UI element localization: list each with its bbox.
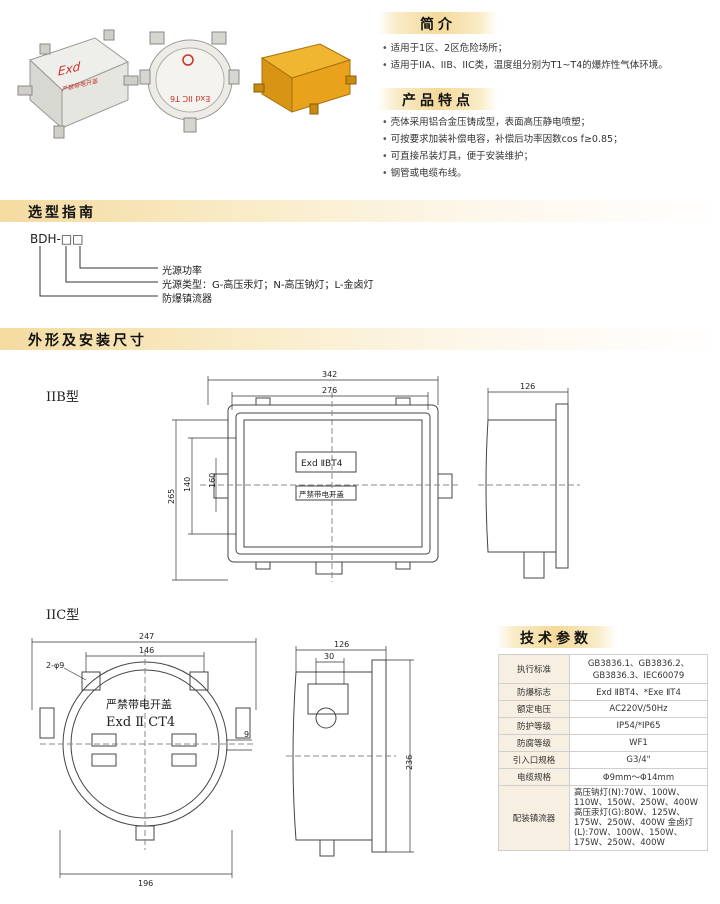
iib-dimension-lines <box>172 376 439 581</box>
feature-item: 钢管或电缆布线。 <box>382 165 712 182</box>
dimensions-title: 外形及安装尺寸 <box>28 333 147 349</box>
selection-banner: 选型指南 <box>0 200 720 222</box>
selection-bracket <box>39 246 158 297</box>
tech-key: 额定电压 <box>498 700 570 718</box>
iib-front-view <box>200 392 460 582</box>
dimensions-banner: 外形及安装尺寸 <box>0 328 720 350</box>
iic-nameplate: Exd Ⅱ CT4 <box>106 715 175 730</box>
photo-box-round <box>139 31 240 133</box>
tech-key: 电缆规格 <box>498 768 570 786</box>
tech-key: 防腐等级 <box>498 734 570 752</box>
iib-height-inner: 140 <box>183 477 192 492</box>
iic-dimension-lines <box>31 638 257 878</box>
iic-side-9: 9 <box>244 730 249 739</box>
feature-item: 壳体采用铝合金压铸成型，表面高压静电喷塑； <box>382 114 712 131</box>
intro-list: 适用于1区、2区危险场所； 适用于IIA、IIB、IIC类，温度组分别为T1~T… <box>382 40 712 74</box>
iic-depth-inner: 30 <box>324 652 334 661</box>
iib-height-outer: 265 <box>167 489 176 504</box>
intro-banner: 简介 <box>378 12 498 34</box>
selection-line-power: 光源功率 <box>162 266 202 277</box>
photo-box-yellow <box>253 43 357 115</box>
tech-key: 执行标准 <box>498 654 570 684</box>
iic-hole: 2-φ9 <box>46 661 64 670</box>
selection-title: 选型指南 <box>28 205 96 221</box>
iic-height: 236 <box>405 755 414 770</box>
iib-type-label: IIB型 <box>46 390 79 405</box>
tech-value: AC220V/50Hz <box>569 700 708 718</box>
iib-depth: 126 <box>520 382 535 391</box>
iic-side-view <box>286 659 396 857</box>
selection-line-ballast: 防爆镇流器 <box>162 294 212 305</box>
tech-value: G3/4" <box>569 751 708 769</box>
iic-front-view <box>39 650 256 850</box>
intro-item: 适用于IIA、IIB、IIC类，温度组分别为T1~T4的爆炸性气体环境。 <box>382 57 712 74</box>
tech-title: 技术参数 <box>520 631 592 647</box>
photo2-label: Exd IIC T6 <box>170 94 211 103</box>
tech-key: 防护等级 <box>498 717 570 735</box>
features-banner: 产品特点 <box>378 88 498 110</box>
iic-depth: 126 <box>334 640 349 649</box>
tech-value: Φ9mm～Φ14mm <box>569 768 708 786</box>
iic-width-inner: 146 <box>139 646 154 655</box>
iib-warning: 严禁带电开盖 <box>299 489 344 499</box>
iib-width-inner: 276 <box>322 386 337 395</box>
iic-type-label: IIC型 <box>46 608 80 623</box>
table-row: 配装镇流器高压钠灯(N):70W、100W、110W、150W、250W、400… <box>498 785 708 851</box>
tech-value: Exd ⅡBT4、*Exe ⅡT4 <box>569 683 708 701</box>
tech-key: 配装镇流器 <box>498 785 570 851</box>
tech-banner: 技术参数 <box>496 626 616 648</box>
feature-item: 可直接吊装灯具，便于安装维护； <box>382 148 712 165</box>
iic-bottom: 196 <box>138 879 153 888</box>
tech-key: 防爆标志 <box>498 683 570 701</box>
tech-value: WF1 <box>569 734 708 752</box>
features-title: 产品特点 <box>402 93 474 109</box>
selection-line-type: 光源类型：G-高压汞灯；N-高压钠灯；L-金卤灯 <box>162 280 374 291</box>
iic-warning: 严禁带电开盖 <box>106 697 172 711</box>
iib-depth-line <box>487 388 569 420</box>
feature-item: 可按要求加装补偿电容，补偿后功率因数cos f≥0.85； <box>382 131 712 148</box>
iib-side-view <box>478 403 580 579</box>
iib-nameplate: Exd ⅡBT4 <box>301 459 343 469</box>
iib-height-mid: 160 <box>208 473 217 488</box>
tech-value: GB3836.1、GB3836.2、GB3836.3、IEC60079 <box>569 654 708 684</box>
tech-key: 引入口规格 <box>498 751 570 769</box>
tech-value: IP54/*IP65 <box>569 717 708 735</box>
iic-width-outer: 247 <box>139 632 154 641</box>
intro-item: 适用于1区、2区危险场所； <box>382 40 712 57</box>
intro-title: 简介 <box>420 17 456 33</box>
tech-value: 高压钠灯(N):70W、100W、110W、150W、250W、400W 高压汞… <box>569 785 708 851</box>
features-list: 壳体采用铝合金压铸成型，表面高压静电喷塑； 可按要求加装补偿电容，补偿后功率因数… <box>382 114 712 182</box>
model-code: BDH-□□ <box>30 232 84 246</box>
iic-side-dimension-lines <box>295 646 414 853</box>
iib-width-outer: 342 <box>322 370 337 379</box>
photo-box-rect <box>17 29 139 139</box>
